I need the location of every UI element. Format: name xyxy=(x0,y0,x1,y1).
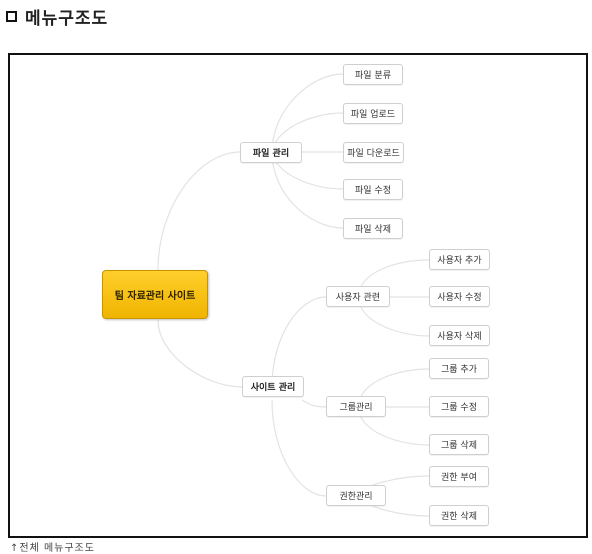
leaf-permission-grant: 권한 부여 xyxy=(429,466,489,487)
connector-lines xyxy=(157,73,430,517)
connector-site-perm xyxy=(271,399,327,497)
connector-site-group xyxy=(301,399,327,408)
leaf-user-add: 사용자 추가 xyxy=(429,249,490,270)
connector-root-site xyxy=(157,319,243,388)
connector-file-1 xyxy=(271,73,344,153)
branch-site-management: 사이트 관리 xyxy=(242,376,304,397)
sub-user-management: 사용자 관련 xyxy=(326,286,390,307)
leaf-user-edit: 사용자 수정 xyxy=(429,286,490,307)
leaf-file-upload: 파일 업로드 xyxy=(343,103,403,124)
leaf-file-delete: 파일 삭제 xyxy=(343,218,403,239)
leaf-permission-delete: 권한 삭제 xyxy=(429,505,489,526)
root-node: 팀 자료관리 사이트 xyxy=(102,270,208,319)
leaf-group-edit: 그룹 수정 xyxy=(429,396,489,417)
leaf-file-download: 파일 다운로드 xyxy=(343,142,404,163)
sub-group-management: 그룹관리 xyxy=(326,396,386,417)
connector-site-user xyxy=(271,296,327,388)
leaf-group-add: 그룹 추가 xyxy=(429,358,489,379)
page-heading: 메뉴구조도 xyxy=(6,4,109,29)
figure-caption: ↑전체 메뉴구조도 xyxy=(10,543,95,554)
connector-root-file xyxy=(157,151,241,271)
branch-file-management: 파일 관리 xyxy=(240,142,302,163)
heading-title: 메뉴구조도 xyxy=(25,8,109,29)
leaf-file-category: 파일 분류 xyxy=(343,64,403,85)
leaf-user-delete: 사용자 삭제 xyxy=(429,325,490,346)
leaf-file-edit: 파일 수정 xyxy=(343,179,403,200)
diagram-frame: 팀 자료관리 사이트 파일 관리 파일 분류 파일 업로드 파일 다운로드 파일… xyxy=(8,53,588,538)
sub-permission-management: 권한관리 xyxy=(326,485,386,506)
leaf-group-delete: 그룹 삭제 xyxy=(429,434,489,455)
square-bullet-icon xyxy=(6,10,17,22)
connector-file-5 xyxy=(271,151,344,229)
